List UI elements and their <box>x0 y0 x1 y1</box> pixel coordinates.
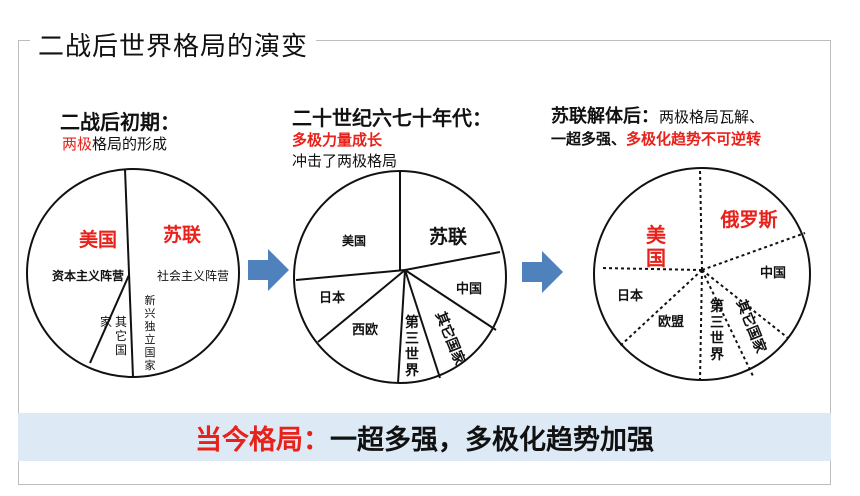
pie2-west-europe: 西欧 <box>352 322 378 338</box>
page-title: 二战后世界格局的演变 <box>30 26 317 63</box>
pie2-china: 中国 <box>456 281 482 297</box>
pie2-third-4: 界 <box>405 363 420 379</box>
pie3-russia: 俄罗斯 <box>719 208 777 231</box>
col1-subline: 两极格局的形成 <box>62 133 167 154</box>
pie3-third-2: 三 <box>710 315 724 331</box>
pie-1 <box>26 168 240 378</box>
col3-subline: 一超多强、多极化趋势不可逆转 <box>551 128 761 149</box>
pie3-third-1: 第 <box>710 298 724 315</box>
pie1-other-4: 国 <box>115 343 127 357</box>
banner-text: 一超多强，多极化趋势加强 <box>330 424 654 456</box>
summary-banner: 当今格局：一超多强，多极化趋势加强 <box>18 413 831 461</box>
col1-subline-rest: 格局的形成 <box>92 135 168 153</box>
pie1-new-4: 立 <box>145 332 156 346</box>
pie3-third-3: 世 <box>710 330 724 347</box>
pie-3 <box>593 167 811 381</box>
pie1-new-1: 新 <box>145 293 156 307</box>
pie3-china: 中国 <box>760 265 786 281</box>
pie1-other-2: 其 <box>115 315 127 329</box>
pie1-ussr: 苏联 <box>163 223 201 246</box>
pie2-japan: 日本 <box>319 290 345 306</box>
pie1-socialist: 社会主义阵营 <box>157 268 229 283</box>
pie3-third-4: 界 <box>710 347 725 363</box>
pie2-third-3: 世 <box>405 346 419 363</box>
pie2-ussr: 苏联 <box>429 225 467 248</box>
pie3-usa-2: 国 <box>646 246 666 270</box>
banner-label: 当今格局： <box>195 424 330 456</box>
pie1-new-2: 兴 <box>145 307 156 320</box>
col2-heading: 二十世纪六七十年代： <box>292 106 492 130</box>
pie1-capitalist: 资本主义阵营 <box>52 268 124 283</box>
col1-heading: 二战后初期： <box>60 110 180 134</box>
pie2-third-2: 三 <box>405 331 419 347</box>
pie1-new-3: 独 <box>145 320 156 333</box>
pie-3-dividers <box>600 169 806 381</box>
col2-subline: 冲击了两极格局 <box>292 152 398 170</box>
pie1-new-5: 国 <box>145 346 156 359</box>
pie3-eu: 欧盟 <box>658 314 684 330</box>
col3-subline-red: 多极化趋势不可逆转 <box>626 130 762 148</box>
col3-subline-black: 一超多强、 <box>551 130 627 148</box>
pie1-usa: 美国 <box>79 228 117 251</box>
col3-heading-tail: 两极格局瓦解、 <box>659 108 765 126</box>
col3-heading-main: 苏联解体后： <box>551 106 659 127</box>
pie-2 <box>293 170 507 384</box>
pie1-other-1: 家 <box>100 314 112 329</box>
arrow-right-2 <box>522 251 563 293</box>
pie3-usa-1: 美 <box>646 223 667 247</box>
arrow-right-1 <box>248 249 289 291</box>
content-frame <box>18 40 831 485</box>
col3-heading: 苏联解体后：两极格局瓦解、 <box>551 102 764 128</box>
col2-subline-red: 多极力量成长 <box>292 131 383 149</box>
col1-subline-red: 两极 <box>62 135 93 153</box>
pie2-usa: 美国 <box>342 233 366 248</box>
pie2-third-1: 第 <box>405 314 419 331</box>
pie1-other-3: 它 <box>115 328 127 343</box>
pie1-new-6: 家 <box>145 358 156 372</box>
pie3-japan: 日本 <box>617 288 643 304</box>
